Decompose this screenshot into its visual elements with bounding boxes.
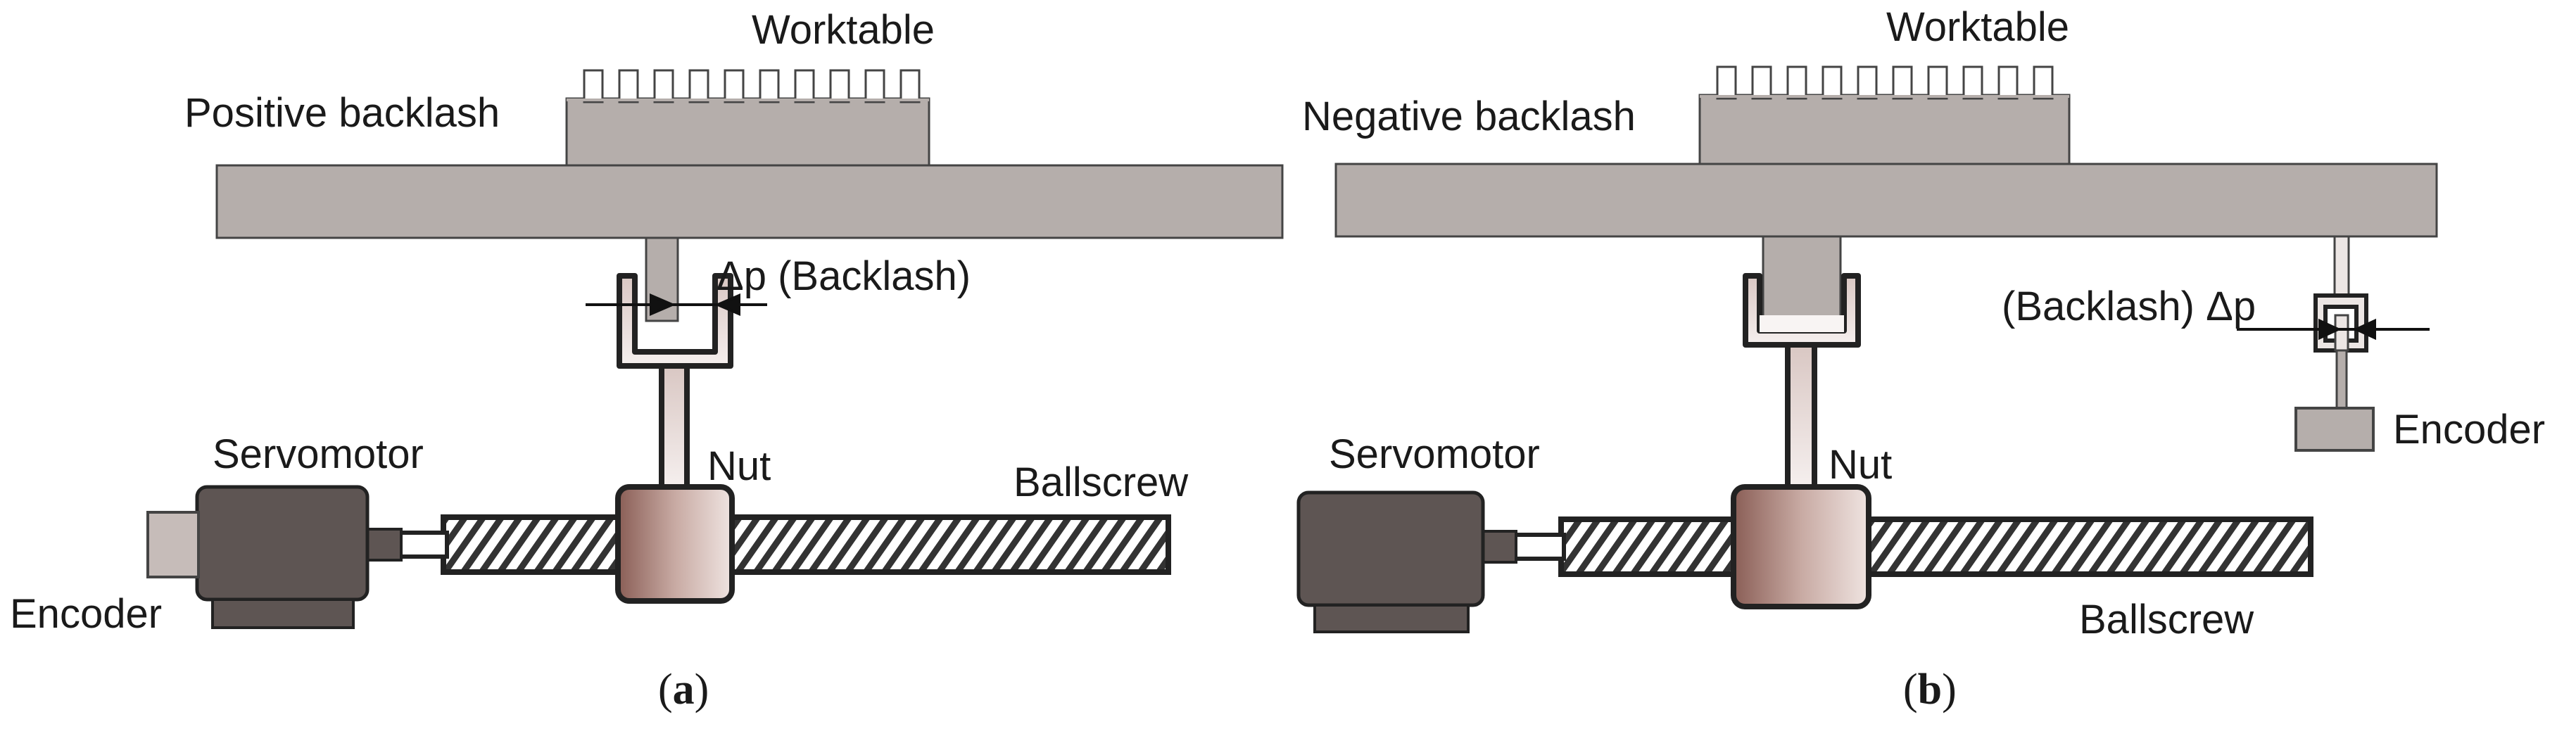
nut-label-b: Nut [1829,442,1892,488]
encoder-block-b [2294,407,2375,452]
encoder-rod-b [2333,235,2350,298]
ballscrew-label-b: Ballscrew [2079,597,2254,642]
drive-pin-b [1762,235,1842,321]
backlash-type-label: Positive backlash [184,90,500,136]
nut-stem [659,363,690,490]
servomotor-body [195,485,370,602]
servomotor-body-b [1296,490,1485,607]
worktable-label-b: Worktable [1886,4,2069,50]
worktable-plate-b [1334,163,2438,238]
nut-block [615,484,735,604]
panel-a: Worktable Positive backlash Δp (Backlash… [10,7,1284,714]
servomotor-label: Servomotor [213,431,424,477]
servomotor-label-b: Servomotor [1329,431,1540,477]
caption-a: (a) [658,666,709,714]
ballscrew-b [1558,516,2313,577]
servomotor-foot-b [1313,604,1470,633]
encoder-label: Encoder [10,591,162,637]
nut-block-b [1731,484,1871,609]
worktable-top-block [565,69,930,167]
ballscrew [441,514,1171,575]
worktable-label: Worktable [752,7,935,53]
ballscrew-label: Ballscrew [1014,459,1189,505]
encoder-label-b: Encoder [2393,407,2545,452]
caption-b: (b) [1903,666,1957,714]
encoder-block [146,511,200,578]
delta-backlash-label-b: (Backlash) Δp [2002,284,2256,329]
backlash-arrows-b [2237,318,2430,341]
nut-fork [617,273,733,369]
nut-stem-b [1785,342,1817,490]
coupling-shaft-b [1511,533,1566,561]
servomotor-foot [211,598,355,629]
backlash-arrows [586,293,767,317]
encoder-fork-b [2313,293,2368,353]
worktable-top-block-b [1698,65,2071,165]
nut-label: Nut [707,443,771,489]
worktable-plate [215,164,1284,239]
backlash-type-label-b: Negative backlash [1302,94,1636,139]
panel-b: Worktable Negative backlash (Backlash) Δ… [1296,4,2545,714]
coupling-shaft [396,531,449,559]
delta-backlash-label: Δp (Backlash) [716,253,971,299]
